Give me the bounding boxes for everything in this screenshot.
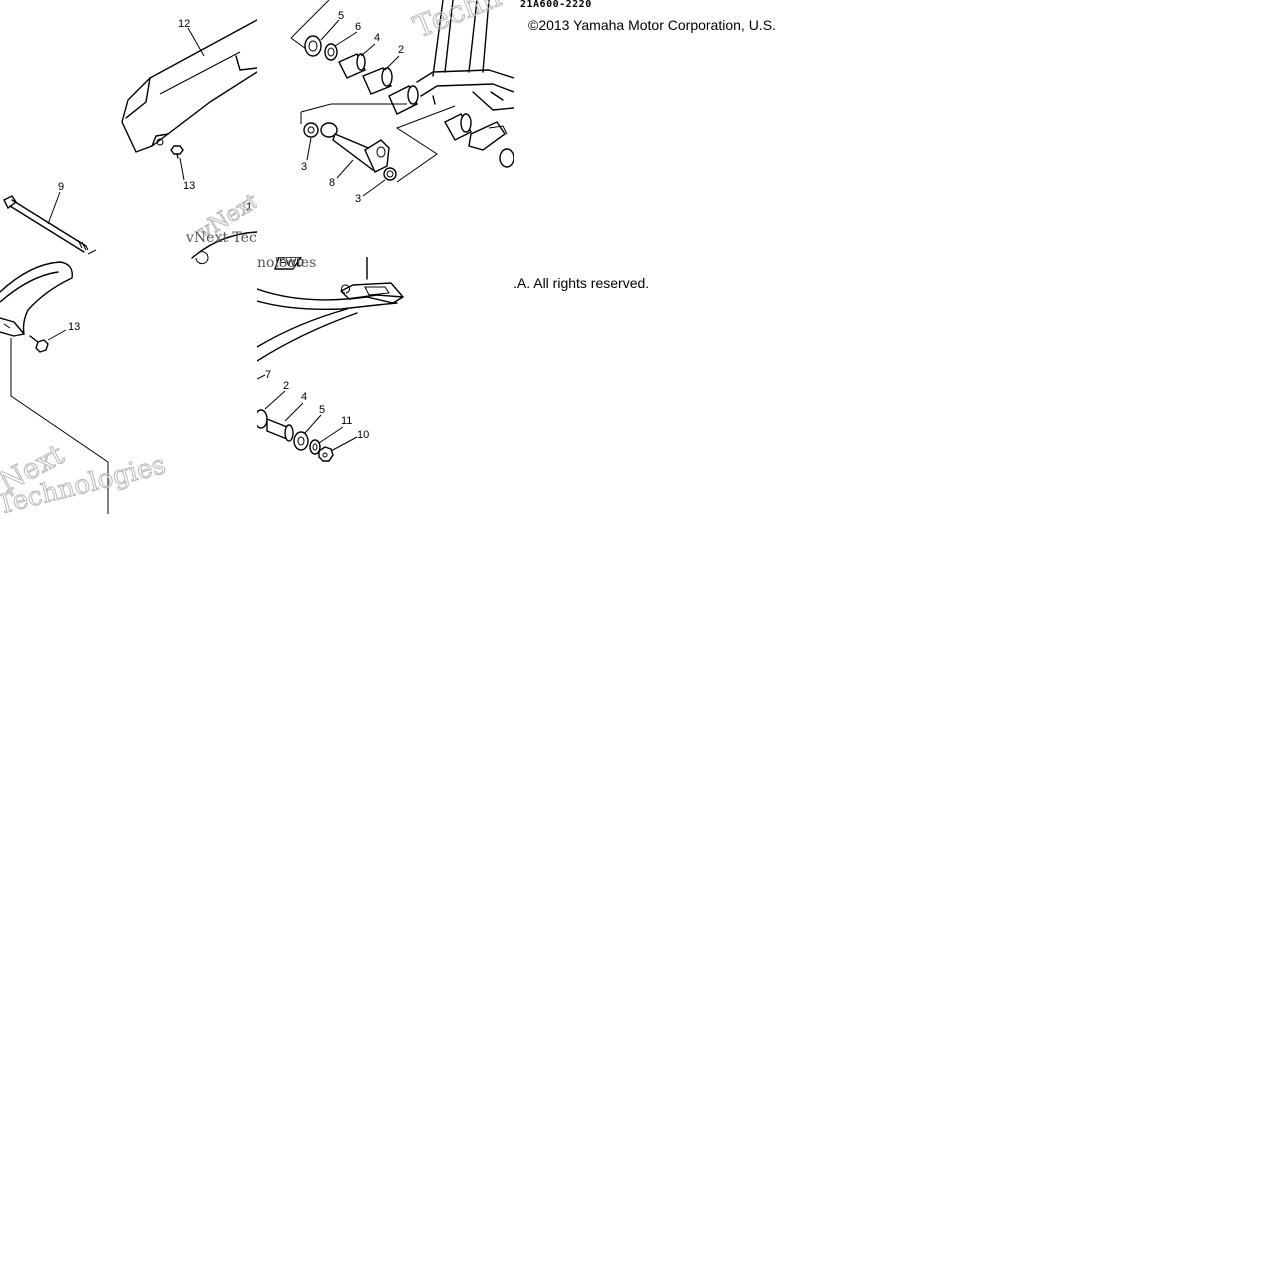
- part-bolt-lower: [29, 335, 49, 353]
- part-swingarm: [257, 257, 404, 362]
- fwd-text: FWD: [279, 257, 304, 269]
- callout-13-lower: 13: [68, 321, 80, 333]
- part-bushing-right: [444, 113, 514, 168]
- callout-9: 9: [58, 181, 64, 193]
- watermark-nologies: nologies: [257, 257, 316, 271]
- part-bushing-4: [338, 53, 366, 79]
- callout-5-top: 5: [338, 10, 344, 22]
- callout-2-bottom: 2: [283, 380, 289, 392]
- part-pivot-shaft: [3, 195, 89, 253]
- part-nut-10: [318, 446, 334, 462]
- part-frame-bushing: [388, 85, 419, 115]
- part-frame: [416, 0, 514, 111]
- callout-3-lower: 3: [355, 193, 361, 205]
- part-seal-5-bottom: [293, 431, 309, 451]
- part-washer-11: [309, 439, 321, 455]
- callout-12: 12: [178, 18, 190, 30]
- callout-1: 1: [246, 201, 252, 213]
- part-washer-6: [324, 43, 338, 61]
- callout-7: 7: [265, 369, 271, 381]
- callout-5-bottom: 5: [319, 404, 325, 416]
- callout-4-bottom: 4: [301, 391, 307, 403]
- diagram-left-drawing: 12 13 9 13: [0, 18, 257, 514]
- callout-3-upper: 3: [301, 161, 307, 173]
- fwd-plate: FWD: [274, 257, 304, 270]
- watermark-techn: Techn: [409, 0, 506, 45]
- part-collar-2: [362, 67, 393, 95]
- copyright-text: ©2013 Yamaha Motor Corporation, U.S.: [528, 17, 776, 33]
- part-link-arm-8: [320, 122, 390, 173]
- part-chain-case: [0, 261, 73, 337]
- callout-6: 6: [355, 21, 361, 33]
- diagram-code: 21A600-2220: [520, 0, 592, 10]
- part-bolt-upper: [170, 145, 184, 159]
- diagram-tile-left: 12 13 9 13: [0, 0, 257, 514]
- callout-2-top: 2: [398, 44, 404, 56]
- part-bushing-4-bottom: [266, 417, 294, 442]
- callout-8: 8: [329, 177, 335, 189]
- callout-4-top: 4: [374, 32, 380, 44]
- part-chain-guard: [121, 19, 257, 153]
- part-collar-2-bottom: [257, 409, 268, 429]
- diagram-tile-bottom: FWD 7 2 4 5 11: [257, 257, 514, 514]
- callout-10: 10: [357, 429, 369, 441]
- part-washer-3-lower: [383, 167, 397, 181]
- callout-13-upper: 13: [183, 180, 195, 192]
- diagram-bottom-drawing: FWD 7 2 4 5 11: [257, 257, 404, 462]
- watermark-vnext-tec: vNext Tec: [185, 230, 257, 246]
- part-washer-3-upper: [303, 122, 319, 138]
- rights-text: .A. All rights reserved.: [513, 275, 650, 291]
- part-seal-5: [304, 35, 322, 57]
- diagram-tile-top: 5 6 4 2: [257, 0, 514, 257]
- diagram-top-drawing: 5 6 4 2: [290, 0, 514, 205]
- callout-11: 11: [341, 415, 352, 427]
